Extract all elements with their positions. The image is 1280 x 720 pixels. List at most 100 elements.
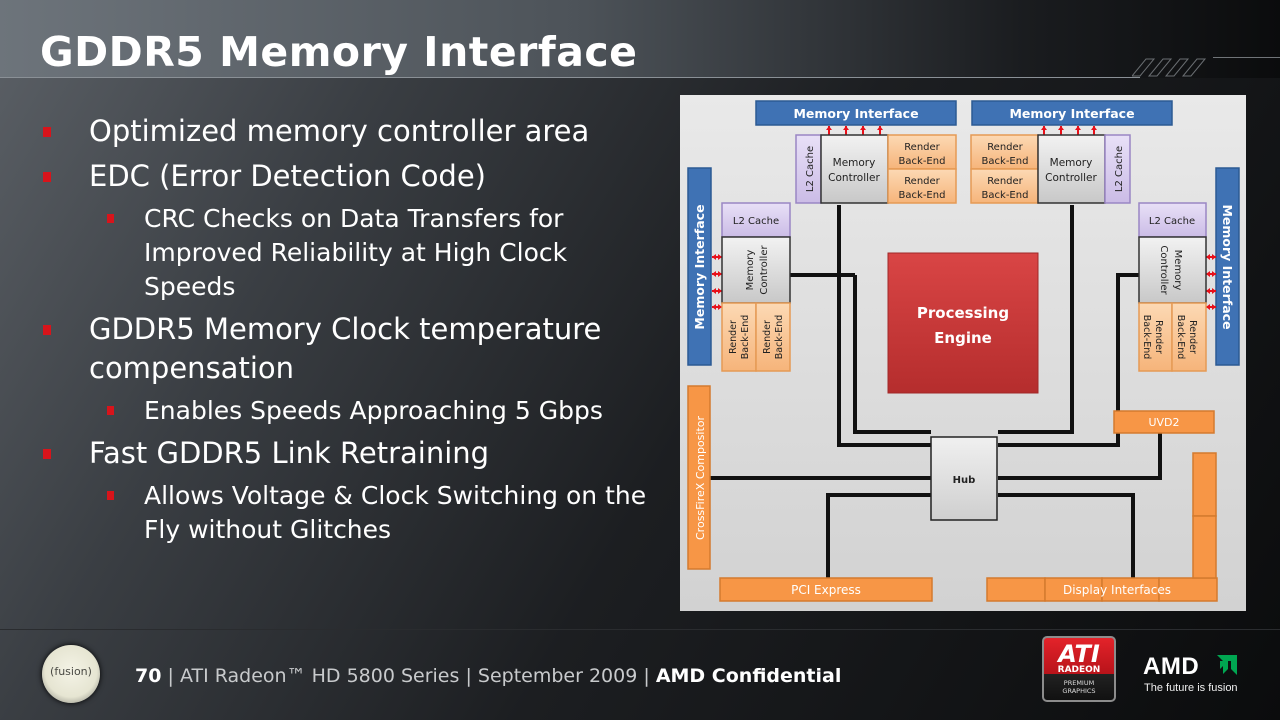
crossfirex-compositor: [687, 385, 711, 570]
bullet-item: GDDR5 Memory Clock temperature compensat…: [40, 310, 660, 388]
render-backend-label: Back-End: [899, 190, 946, 201]
bullet-item: EDC (Error Detection Code): [40, 157, 660, 196]
l2-cache-label: L2 Cache: [733, 216, 779, 227]
pci-express: [719, 577, 933, 602]
display-interface-segment: [1192, 515, 1217, 579]
memory-interface-label: Memory Interface: [793, 106, 918, 121]
fusion-logo-text: (fusion): [50, 665, 92, 678]
arrow-head-icon: [1212, 271, 1216, 277]
display-interface-segment: [1158, 577, 1218, 602]
render-backend-label: Render: [987, 176, 1023, 187]
bullet-marker-icon: [43, 449, 51, 459]
l2-cache-left: [721, 202, 791, 238]
memory-controller-top-left: [820, 134, 889, 204]
bullet-marker-icon: [43, 172, 51, 182]
render-backend: [970, 168, 1039, 204]
title-divider-right: [1213, 57, 1280, 58]
l2-cache-top-right: [1104, 134, 1131, 204]
amd-arrow-icon: [1217, 655, 1237, 675]
arrow-head-icon: [1206, 254, 1210, 260]
render-backend-label: Back-End: [899, 156, 946, 167]
render-backend-label: Render: [1153, 320, 1164, 354]
arrow-head-icon: [718, 304, 722, 310]
render-backend-label: Render: [904, 176, 940, 187]
render-backend-label: Render: [1187, 320, 1198, 354]
arrow-head-icon: [1091, 126, 1097, 130]
bullet-marker-icon: [43, 325, 51, 335]
arrow-head-icon: [712, 271, 716, 277]
memory-controller-left: [721, 236, 791, 304]
memory-controller-label: Controller: [1045, 172, 1097, 184]
render-backend-label: Back-End: [774, 315, 785, 360]
slide-title: GDDR5 Memory Interface: [40, 28, 638, 76]
arrow-head-icon: [1041, 126, 1047, 130]
title-band: [0, 0, 1280, 78]
footer-divider: [0, 629, 1280, 630]
sub-bullet-item: CRC Checks on Data Transfers for Improve…: [40, 202, 660, 304]
bullet-text: Optimized memory controller area: [89, 114, 590, 148]
render-backend-label: Back-End: [982, 156, 1029, 167]
hub-label: Hub: [953, 475, 976, 486]
sub-bullet-item: Allows Voltage & Clock Switching on the …: [40, 479, 660, 547]
memory-interface-top-right: [971, 100, 1173, 126]
sub-bullet-item: Enables Speeds Approaching 5 Gbps: [40, 394, 660, 428]
arrow-head-icon: [826, 126, 832, 130]
title-divider: [0, 77, 1140, 78]
ati-logo-line2: GRAPHICS: [1062, 687, 1096, 695]
memory-interface-label: Memory Interface: [692, 204, 707, 329]
footer-sep-2: |: [465, 665, 472, 687]
bullet-marker-icon: [107, 406, 114, 415]
render-backend-label: Render: [762, 320, 773, 354]
arrow-head-icon: [1206, 271, 1210, 277]
ati-logo-sub: RADEON: [1057, 665, 1101, 675]
footer-series: ATI Radeon™ HD 5800 Series: [179, 665, 460, 687]
render-backend-label: Render: [987, 142, 1023, 153]
arrow-head-icon: [1206, 304, 1210, 310]
processing-engine: [887, 252, 1039, 394]
arrow-head-icon: [712, 304, 716, 310]
arrow-head-icon: [1075, 126, 1081, 130]
footer-confidential: AMD Confidential: [655, 665, 842, 687]
arrow-head-icon: [712, 254, 716, 260]
render-backend-label: Back-End: [740, 315, 751, 360]
arrow-head-icon: [1206, 288, 1210, 294]
memory-controller-label: Controller: [828, 172, 880, 184]
fusion-logo: (fusion): [42, 645, 100, 703]
arrow-head-icon: [843, 126, 849, 130]
bullet-text: Fast GDDR5 Link Retraining: [89, 436, 490, 470]
amd-logo-tagline: The future is fusion: [1144, 682, 1238, 694]
bullet-item: Optimized memory controller area: [40, 112, 660, 151]
arrow-head-icon: [718, 288, 722, 294]
display-interfaces-label: Display Interfaces: [1063, 583, 1171, 597]
memory-controller-label: Memory: [833, 157, 876, 169]
bullet-item: Fast GDDR5 Link Retraining: [40, 434, 660, 473]
l2-cache-label: L2 Cache: [1149, 216, 1195, 227]
arrow-head-icon: [1058, 126, 1064, 130]
render-backend-label: Back-End: [982, 190, 1029, 201]
amd-logo: AMD The future is fusion: [1143, 653, 1253, 698]
display-interface-segment: [1192, 452, 1217, 517]
connection-line: [998, 432, 1162, 480]
render-backend-label: Render: [904, 142, 940, 153]
bullet-marker-icon: [107, 214, 114, 223]
render-backend: [887, 134, 957, 170]
l2-cache-label: L2 Cache: [805, 146, 816, 192]
page-number: 70: [135, 665, 162, 687]
arrow-head-icon: [712, 288, 716, 294]
memory-controller-label: Memory: [1050, 157, 1093, 169]
connection-line: [837, 205, 931, 447]
bullet-text: EDC (Error Detection Code): [89, 159, 486, 193]
arrow-head-icon: [1212, 288, 1216, 294]
pci-express-label: PCI Express: [791, 583, 861, 597]
memory-interface-top-left: [755, 100, 957, 126]
render-backend: [721, 302, 757, 372]
crossfirex-label: CrossFireX Compositor: [694, 416, 707, 540]
render-backend-label: Render: [728, 320, 739, 354]
render-backend: [887, 168, 957, 204]
memory-interface-left: [687, 167, 712, 366]
memory-controller-label: Memory: [745, 250, 756, 291]
decorative-stripes-icon: [1132, 58, 1207, 77]
uvd2-label: UVD2: [1148, 416, 1179, 429]
